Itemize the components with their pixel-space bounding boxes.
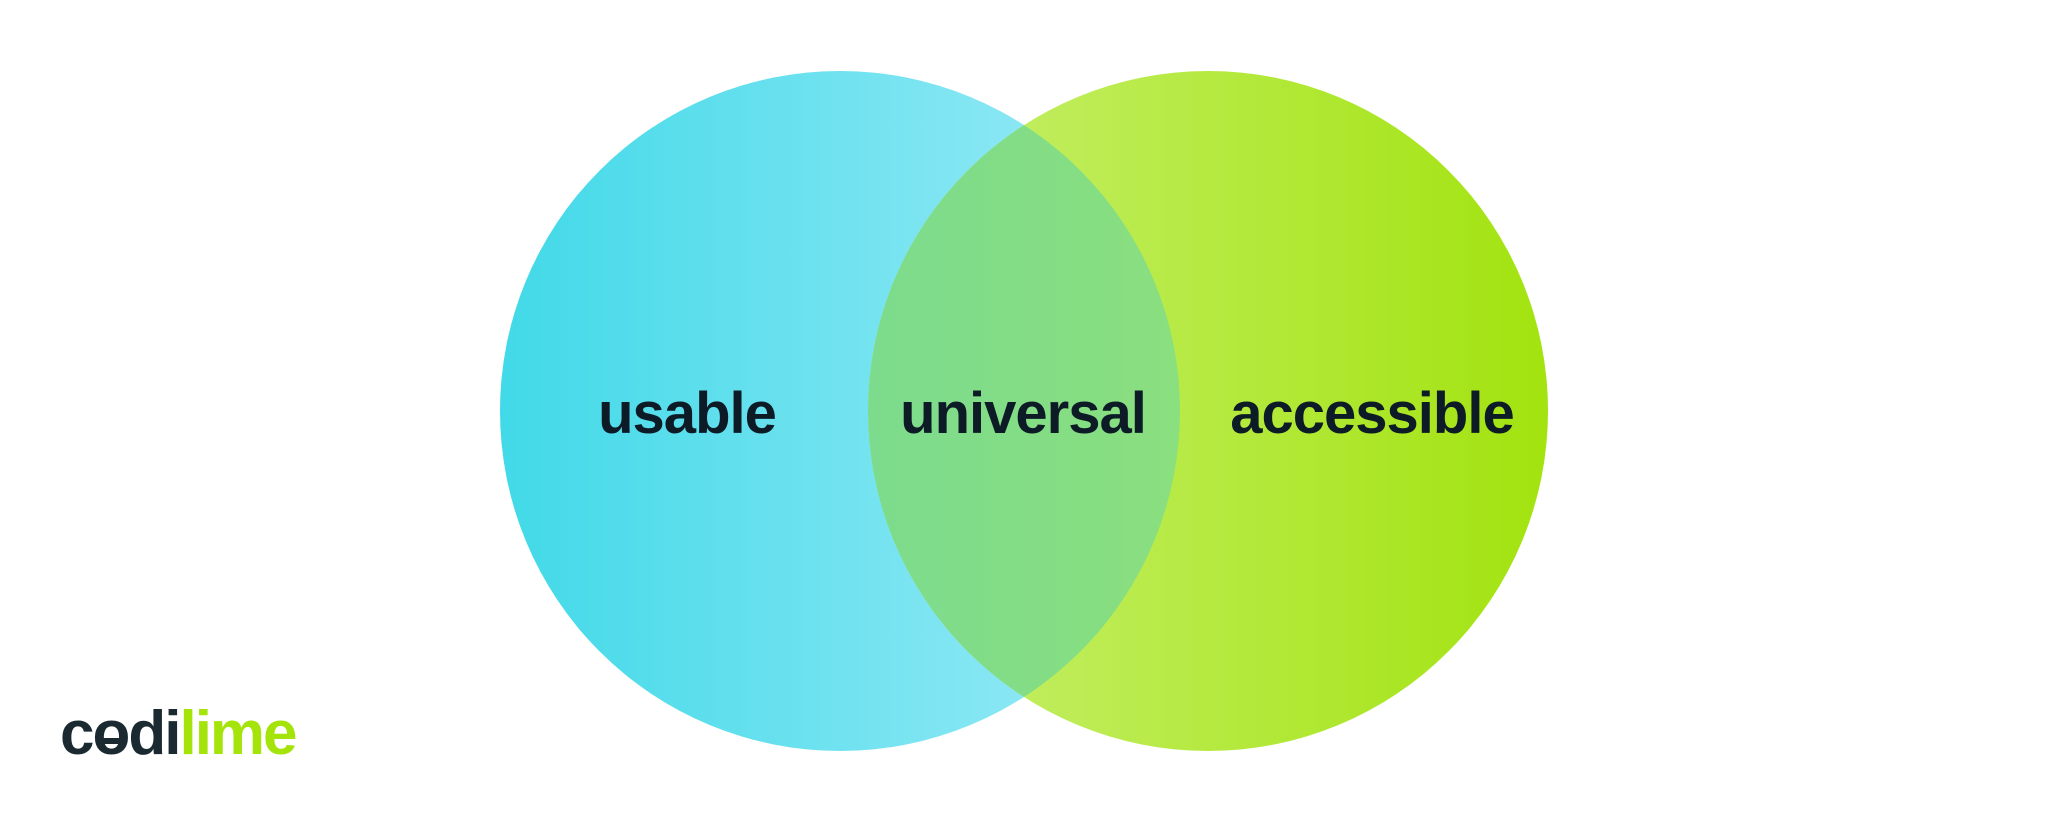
venn-label-usable: usable bbox=[598, 381, 777, 446]
logo-barred-o: o bbox=[92, 699, 130, 768]
logo-letter-c: c bbox=[60, 699, 95, 768]
logo-dark-part: codi bbox=[60, 699, 181, 768]
logo-lime-part: lime bbox=[179, 699, 297, 768]
venn-label-accessible: accessible bbox=[1230, 381, 1514, 446]
logo-letters-di: di bbox=[128, 699, 181, 768]
codilime-logo: codilime bbox=[60, 703, 298, 765]
venn-label-universal: universal bbox=[900, 381, 1147, 446]
venn-overlap-lens bbox=[868, 71, 1180, 751]
